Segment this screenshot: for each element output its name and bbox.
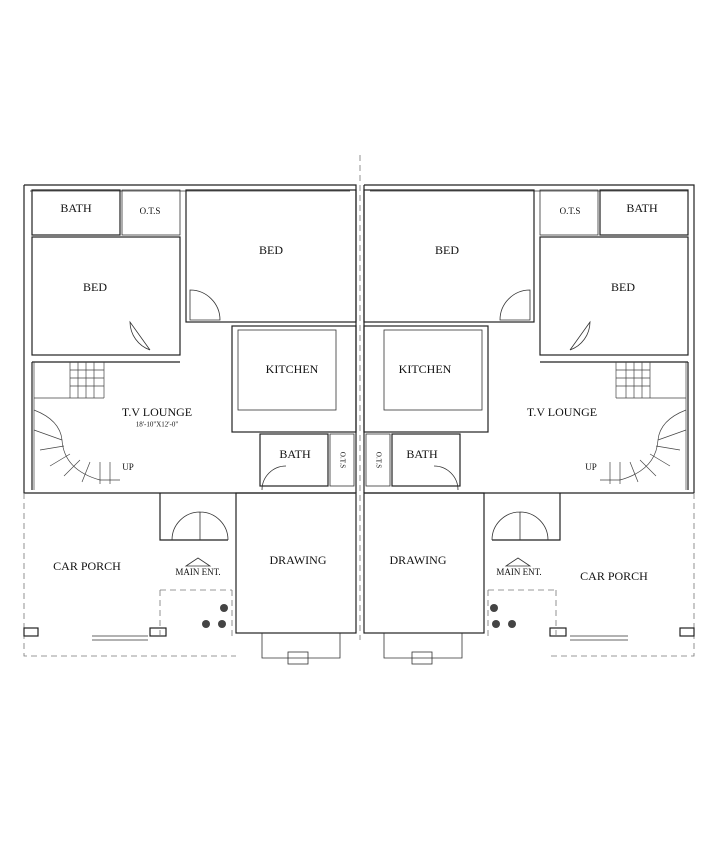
right-bath-top-label: BATH — [626, 201, 658, 215]
left-ots-top-room — [121, 189, 181, 236]
left-bed-door — [129, 320, 151, 351]
right-ots-mid-label: O.T.S — [374, 452, 382, 468]
right-staircase — [600, 362, 687, 490]
right-ots-top-room — [539, 189, 599, 236]
left-master-door — [189, 289, 221, 321]
right-bath-door — [433, 465, 459, 491]
right-master-bed-room — [363, 189, 535, 323]
right-outer-wall — [363, 184, 695, 494]
left-drawing-room — [235, 492, 357, 634]
right-porch-column-1 — [679, 627, 695, 637]
right-porch-gate — [570, 635, 628, 641]
left-tv-lounge-label: T.V LOUNGE — [122, 405, 192, 419]
left-flowers — [202, 604, 228, 628]
right-bed-door — [569, 320, 591, 351]
left-drawing-label: DRAWING — [269, 553, 326, 567]
right-porch-column-2 — [549, 627, 567, 637]
right-main-door — [491, 511, 549, 541]
right-entrance-marker — [504, 557, 532, 567]
right-lounge-wall — [492, 361, 689, 541]
right-ots-top-label: O.T.S — [560, 206, 581, 216]
right-drawing-label: DRAWING — [389, 553, 446, 567]
right-bed-room — [539, 236, 689, 356]
left-kitchen-label: KITCHEN — [266, 362, 319, 376]
left-up-label: UP — [122, 462, 134, 472]
left-bath-top-room — [31, 189, 121, 236]
right-bed-label: BED — [611, 280, 635, 294]
left-bath-top-label: BATH — [60, 201, 92, 215]
right-drawing-bay — [383, 633, 463, 659]
left-bed-label: BED — [83, 280, 107, 294]
right-up-label: UP — [585, 462, 597, 472]
left-bath-mid-room — [259, 433, 329, 487]
left-porch-column-2 — [149, 627, 167, 637]
left-planter-outline — [159, 589, 233, 636]
left-kitchen-counter — [237, 329, 337, 411]
right-ots-mid-room — [365, 433, 391, 487]
right-main-ent-label: MAIN ENT. — [496, 567, 541, 577]
right-car-porch-label: CAR PORCH — [580, 569, 648, 583]
right-bath-top-room — [599, 189, 689, 236]
right-bath-mid-room — [391, 433, 461, 487]
left-unit — [23, 184, 357, 665]
right-bath-mid-label: BATH — [406, 447, 438, 461]
left-bath-door — [261, 465, 287, 491]
right-tv-lounge-label: T.V LOUNGE — [527, 405, 597, 419]
left-entrance-marker — [184, 557, 212, 567]
left-car-porch-label: CAR PORCH — [53, 559, 121, 573]
left-drawing-bay — [261, 633, 341, 659]
right-master-bed-label: BED — [435, 243, 459, 257]
left-master-bed-label: BED — [259, 243, 283, 257]
left-ots-top-label: O.T.S — [140, 206, 161, 216]
left-lounge-wall — [31, 361, 228, 541]
left-drawing-window — [287, 651, 309, 665]
right-kitchen-room — [363, 325, 489, 433]
left-kitchen-room — [231, 325, 357, 433]
right-unit — [363, 184, 695, 665]
left-porch-column-1 — [23, 627, 39, 637]
left-master-bed-room — [185, 189, 357, 323]
left-main-door — [171, 511, 229, 541]
left-car-porch-outline — [23, 493, 236, 657]
left-bed-room — [31, 236, 181, 356]
left-porch-gate — [92, 635, 148, 641]
right-planter-outline — [487, 589, 557, 636]
left-bath-mid-label: BATH — [279, 447, 311, 461]
right-master-door — [499, 289, 531, 321]
right-flowers — [490, 604, 516, 628]
left-staircase — [33, 362, 120, 490]
left-main-ent-label: MAIN ENT. — [175, 567, 220, 577]
right-car-porch-outline — [550, 493, 695, 657]
left-ots-mid-room — [329, 433, 355, 487]
right-kitchen-label: KITCHEN — [399, 362, 452, 376]
right-drawing-room — [363, 492, 485, 634]
left-tv-lounge-dims: 18'-10"X12'-0" — [136, 421, 179, 429]
right-drawing-window — [411, 651, 433, 665]
left-ots-mid-label: O.T.S — [338, 452, 346, 468]
right-kitchen-counter — [383, 329, 483, 411]
